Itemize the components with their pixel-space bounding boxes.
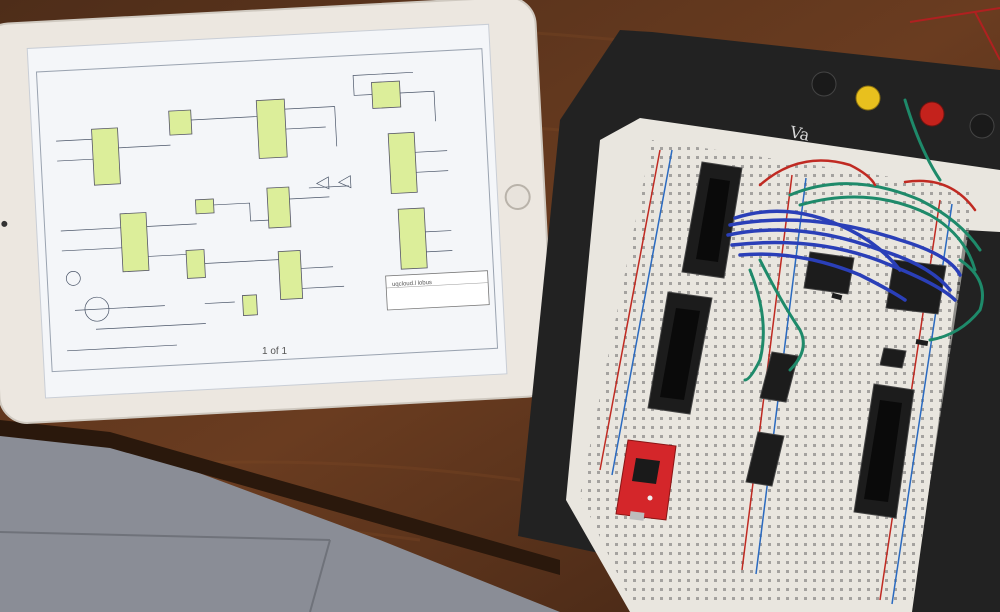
schematic-ic xyxy=(168,109,193,136)
front-camera xyxy=(1,220,8,227)
red-wires xyxy=(758,159,977,212)
binding-posts xyxy=(811,71,995,139)
binding-post-black-2[interactable] xyxy=(969,113,995,139)
blue-wires xyxy=(726,209,962,302)
schematic-ic xyxy=(185,249,206,279)
title-block xyxy=(385,270,490,311)
schematic-ic xyxy=(255,98,288,159)
schematic-ic xyxy=(387,131,418,195)
schematic-ic xyxy=(266,186,292,229)
usb-serial-breakout xyxy=(615,439,677,521)
schematic-frame xyxy=(35,48,499,373)
tile-seam xyxy=(0,531,331,541)
schematic-ic xyxy=(242,294,258,316)
schematic-ic xyxy=(371,80,402,109)
schematic-wires xyxy=(56,71,453,352)
schematic-ic xyxy=(119,212,150,273)
schematic-ic xyxy=(91,127,121,186)
page-indicator: 1 of 1 xyxy=(262,346,288,357)
schematic-ic xyxy=(194,198,215,215)
socket-inner-slots xyxy=(660,178,902,502)
ic-socket xyxy=(745,431,785,487)
green-wires xyxy=(743,98,984,382)
ic-socket xyxy=(879,347,907,369)
schematic-ic-group xyxy=(91,80,428,316)
binding-post-black[interactable] xyxy=(811,71,837,97)
binding-post-yellow[interactable] xyxy=(855,85,881,111)
table-edge xyxy=(0,420,560,575)
floor-tiles xyxy=(0,430,560,612)
ic-socket xyxy=(759,351,799,403)
jumper-ends xyxy=(831,292,929,346)
probe-leads xyxy=(909,7,1000,61)
tablet xyxy=(0,0,555,424)
schematic-ic xyxy=(397,207,428,270)
breadboard-label: Va xyxy=(788,122,812,145)
pcb-led xyxy=(647,495,653,501)
schematic-ic xyxy=(277,250,304,300)
binding-post-red[interactable] xyxy=(919,101,945,127)
pcb-chip xyxy=(632,458,660,484)
tablet-screen xyxy=(26,23,508,399)
tile-seam xyxy=(309,539,331,612)
title-block-divider xyxy=(386,282,489,289)
usb-port[interactable] xyxy=(629,511,645,521)
home-button[interactable] xyxy=(504,184,531,211)
